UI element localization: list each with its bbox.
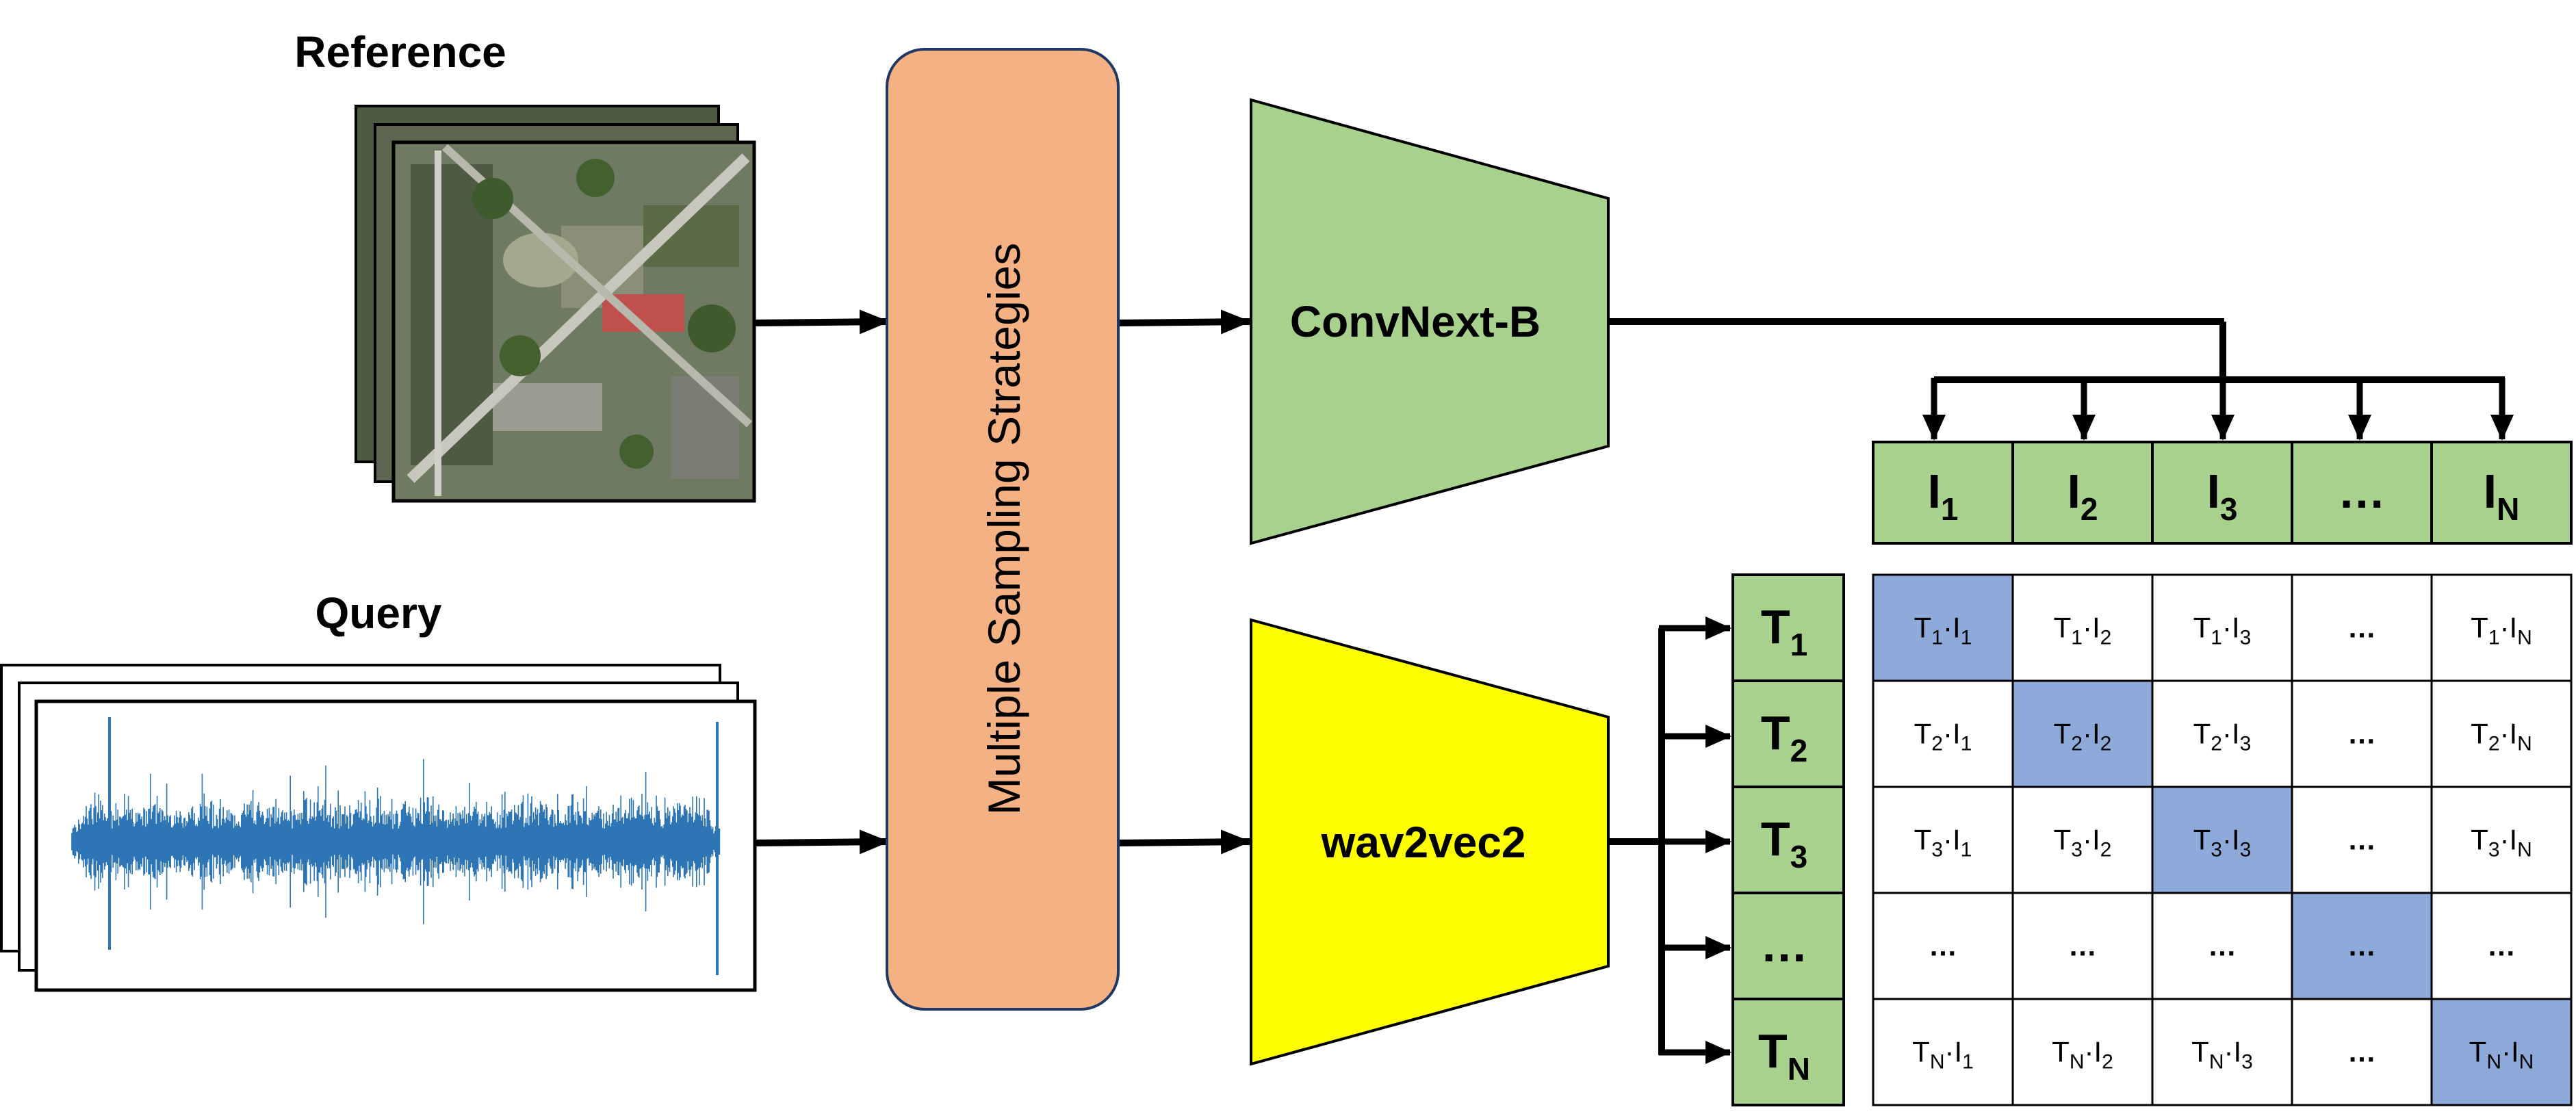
similarity-cell-label: TN·I1: [1912, 1036, 1974, 1074]
similarity-cell-label: T2·IN: [2471, 718, 2532, 755]
similarity-matrix: T1·I1 T1·I2 T1·I3 … T1·IN T2·I1 T2·I2 T2·I3 … T2·…: [1872, 573, 2573, 1106]
audio-embedding-cell: [1731, 998, 1845, 1106]
audio-encoder: wav2vec2: [1250, 618, 1610, 1066]
similarity-cell-label: TN·I3: [2191, 1036, 2253, 1074]
similarity-cell: [2430, 786, 2573, 894]
image-embedding-row: I1 I2 I3 … IN: [1872, 441, 2573, 545]
waveform-trace: [71, 759, 721, 924]
arrow-sampling-to-image-encoder: [1119, 309, 1251, 335]
similarity-cell-label: T1·I1: [1914, 612, 1972, 649]
audio-embedding-label: …: [1760, 918, 1808, 972]
similarity-cell: [2291, 679, 2433, 788]
similarity-cell: [2011, 573, 2154, 682]
similarity-cell: [2151, 573, 2293, 682]
similarity-cell-label: T1·IN: [2471, 612, 2532, 649]
similarity-cell-label: TN·IN: [2469, 1036, 2534, 1074]
image-embedding-label: I1: [1927, 465, 1958, 527]
audio-embedding-cell: [1731, 786, 1845, 894]
similarity-cell-label: …: [2347, 930, 2376, 962]
audio-embedding-label: T1: [1761, 600, 1807, 662]
similarity-cell-label: …: [2347, 612, 2376, 644]
sampling-strategies-box: Multiple Sampling Strategies: [886, 48, 1120, 1011]
image-embedding-connector: [1608, 318, 2514, 441]
similarity-cell-label: T2·I2: [2054, 718, 2112, 755]
image-embedding-cell: [1872, 441, 2014, 545]
image-embedding-label: …: [2338, 465, 2386, 518]
image-encoder-label: ConvNext-B: [1290, 297, 1541, 346]
image-embedding-cell: [2430, 441, 2573, 545]
similarity-cell-label: T2·I1: [1914, 718, 1972, 755]
audio-waveform: [71, 717, 721, 975]
similarity-cell: [2430, 892, 2573, 1000]
audio-embedding-label: T2: [1761, 706, 1807, 768]
arrow-query-to-sampling: [754, 829, 890, 855]
similarity-cell-label: T3·I1: [1914, 824, 1972, 861]
similarity-cell-label: T3·I3: [2193, 824, 2252, 861]
similarity-cell-label: …: [2208, 930, 2237, 962]
similarity-cell: [2011, 786, 2154, 894]
similarity-cell: [2430, 573, 2573, 682]
reference-image-stack: [355, 105, 756, 503]
similarity-cell: [2011, 679, 2154, 788]
aerial-photo: [391, 140, 756, 503]
reference-label: Reference: [294, 27, 506, 77]
similarity-cell-label: T3·IN: [2471, 824, 2532, 861]
sampling-strategies-label: Multiple Sampling Strategies: [979, 243, 1029, 815]
similarity-cell-label: T2·I3: [2193, 718, 2252, 755]
arrow-reference-to-sampling: [754, 309, 890, 335]
similarity-cell-label: …: [1929, 930, 1957, 962]
similarity-cell: [2151, 679, 2293, 788]
similarity-cell: [2011, 998, 2154, 1106]
similarity-cell-label: T1·I2: [2054, 612, 2112, 649]
audio-embedding-cell: [1731, 679, 1845, 788]
similarity-cell: [2151, 892, 2293, 1000]
image-embedding-label: I3: [2206, 465, 2237, 527]
audio-embedding-label: T3: [1761, 812, 1807, 874]
audio-embedding-connector: [1608, 617, 1731, 1064]
arrow-sampling-to-audio-encoder: [1119, 829, 1251, 855]
similarity-cell-label: …: [2347, 1036, 2376, 1068]
similarity-cell: [2430, 679, 2573, 788]
similarity-cell: [2291, 892, 2433, 1000]
similarity-cell-label: …: [2068, 930, 2097, 962]
similarity-cell-label: …: [2487, 930, 2516, 962]
query-waveform-stack: [0, 664, 757, 992]
similarity-cell-label: T3·I2: [2054, 824, 2112, 861]
similarity-cell-label: T1·I3: [2193, 612, 2252, 649]
similarity-cell-label: TN·I2: [2052, 1036, 2113, 1074]
audio-embedding-cell: [1731, 573, 1845, 682]
similarity-cell: [2011, 892, 2154, 1000]
similarity-cell-label: …: [2347, 824, 2376, 856]
image-encoder: ConvNext-B: [1250, 98, 1610, 545]
query-label: Query: [315, 588, 442, 638]
image-embedding-label: I2: [2067, 465, 2098, 527]
audio-encoder-label: wav2vec2: [1321, 818, 1526, 867]
similarity-cell: [2430, 998, 2573, 1106]
image-embedding-label: IN: [2484, 465, 2520, 527]
similarity-cell: [1872, 892, 2014, 1000]
audio-embedding-label: TN: [1758, 1024, 1810, 1087]
similarity-cell: [2291, 998, 2433, 1106]
similarity-cell-label: …: [2347, 718, 2376, 750]
similarity-cell: [1872, 573, 2014, 682]
image-embedding-cell: [2011, 441, 2154, 545]
similarity-cell: [1872, 679, 2014, 788]
similarity-cell: [2291, 573, 2433, 682]
similarity-cell: [2151, 998, 2293, 1106]
similarity-cell: [1872, 998, 2014, 1106]
